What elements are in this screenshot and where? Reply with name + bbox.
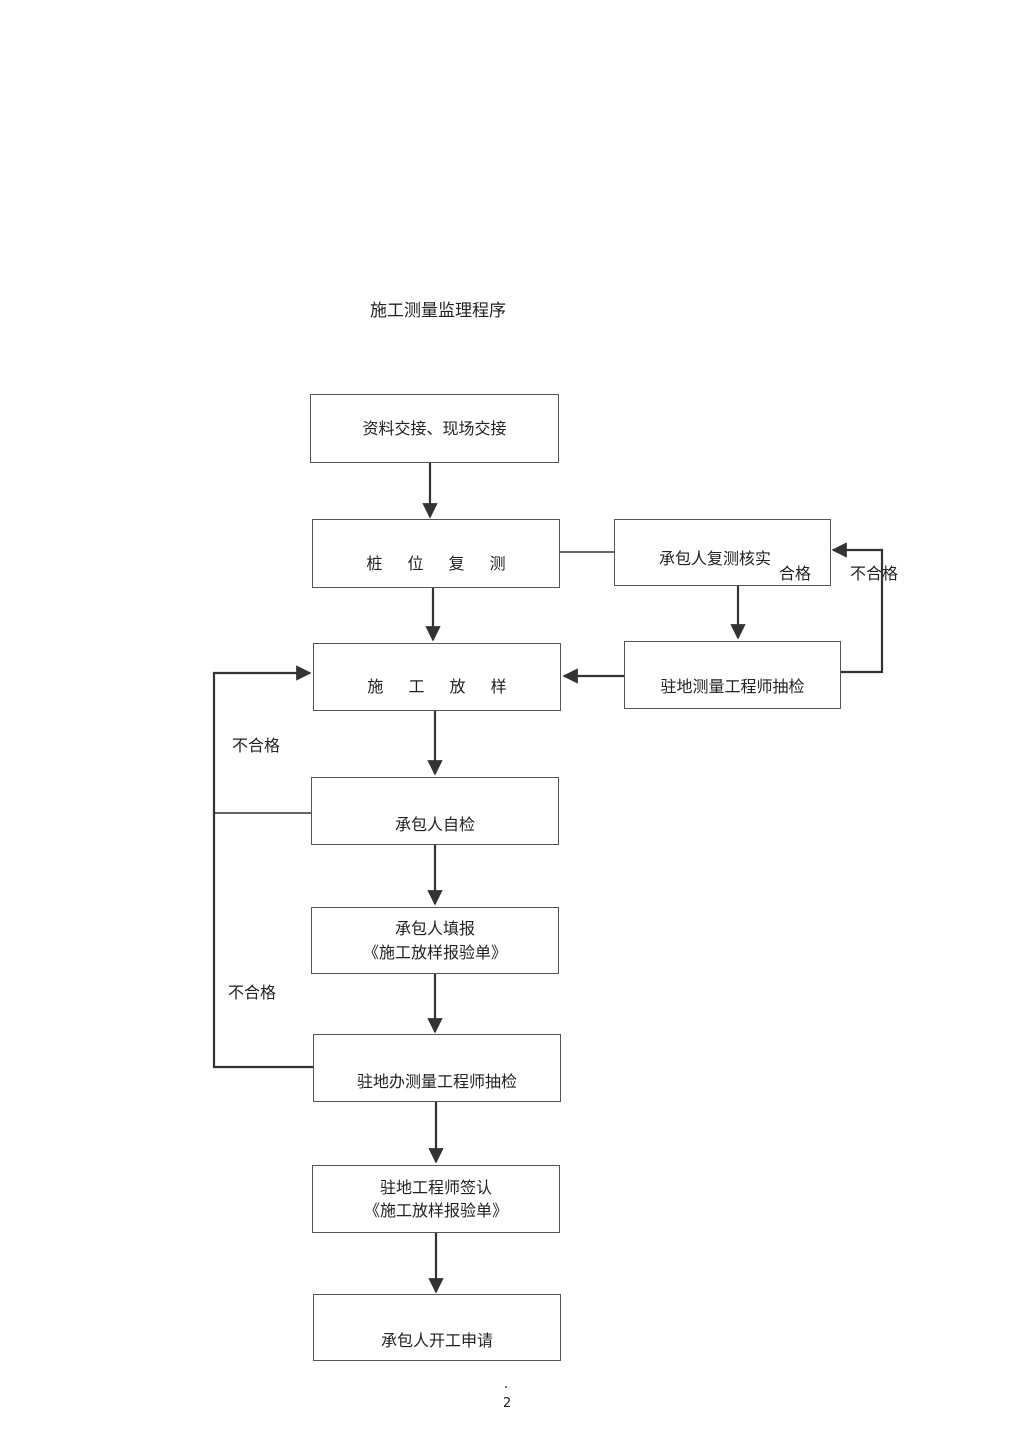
start-request-text: 承包人开工申请 — [380, 1330, 493, 1350]
contractor-verify-box: 承包人复测核实 — [614, 519, 831, 586]
fill-form-box: 承包人填报 《施工放样报验单》 — [311, 907, 559, 974]
pile-recheck-text: 桩 位 复 测 — [366, 553, 506, 573]
fail-right-label: 不合格 — [850, 564, 899, 583]
fail-left-upper-label: 不合格 — [232, 736, 281, 755]
fill-form-line2: 《施工放样报验单》 — [362, 942, 507, 962]
page-dot — [505, 1386, 507, 1388]
office-survey-check-text: 驻地办测量工程师抽检 — [356, 1071, 517, 1091]
setting-out-text: 施 工 放 样 — [367, 676, 507, 696]
self-check-text: 承包人自检 — [394, 814, 475, 834]
resident-survey-check-box: 驻地测量工程师抽检 — [624, 641, 841, 709]
contractor-verify-text: 承包人复测核实 — [659, 548, 772, 568]
engineer-sign-box: 驻地工程师签认 《施工放样报验单》 — [312, 1165, 560, 1233]
engineer-sign-line1: 驻地工程师签认 — [379, 1177, 492, 1197]
fill-form-line1: 承包人填报 — [394, 919, 475, 939]
setting-out-box: 施 工 放 样 — [313, 643, 561, 711]
fail-left-lower-label: 不合格 — [228, 983, 277, 1002]
resident-survey-check-text: 驻地测量工程师抽检 — [660, 677, 805, 697]
engineer-sign-line2: 《施工放样报验单》 — [363, 1201, 508, 1220]
self-check-box: 承包人自检 — [311, 777, 559, 845]
handover-text: 资料交接、现场交接 — [362, 418, 507, 438]
office-survey-check-box: 驻地办测量工程师抽检 — [313, 1034, 561, 1102]
handover-box: 资料交接、现场交接 — [310, 394, 559, 463]
diagram-title: 施工测量监理程序 — [370, 301, 506, 321]
loop-fail-right — [831, 542, 884, 674]
pass-label: 合格 — [779, 564, 812, 583]
page-number: 2 — [503, 1396, 512, 1411]
start-request-box: 承包人开工申请 — [313, 1294, 561, 1361]
pile-recheck-box: 桩 位 复 测 — [312, 519, 560, 588]
loop-fail-left — [212, 665, 313, 1069]
